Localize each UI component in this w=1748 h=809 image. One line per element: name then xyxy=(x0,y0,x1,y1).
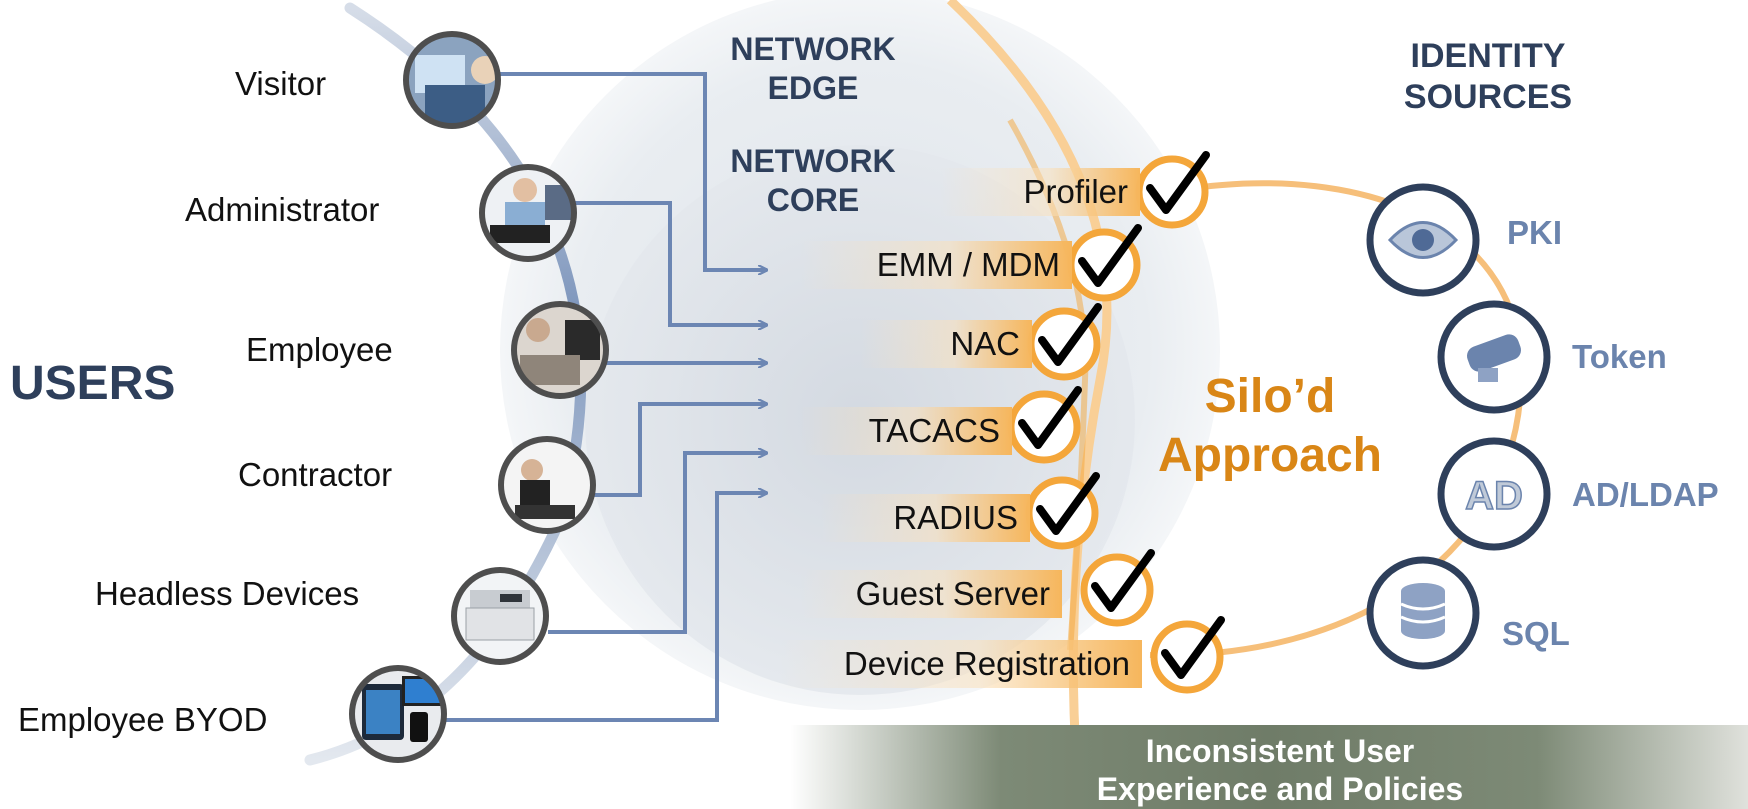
service-guest-server: Guest Server xyxy=(800,570,1062,618)
identity-sources-line-1: IDENTITY xyxy=(1410,37,1566,75)
user-label-administrator: Administrator xyxy=(185,191,380,228)
source-label-token: Token xyxy=(1572,338,1667,375)
database-icon xyxy=(1366,556,1480,670)
check-icon xyxy=(1080,549,1155,627)
service-nac: NAC xyxy=(860,320,1032,368)
service-label: TACACS xyxy=(868,412,1000,449)
source-label-ad-ldap: AD/LDAP xyxy=(1572,476,1719,513)
network-core-line-1: NETWORK xyxy=(730,143,896,179)
user-connectors xyxy=(445,72,767,722)
service-profiler: Profiler xyxy=(940,168,1140,216)
user-label-visitor: Visitor xyxy=(235,65,327,102)
silod-line-2: Approach xyxy=(1157,428,1382,482)
eye-icon xyxy=(1366,183,1480,297)
source-label-sql: SQL xyxy=(1502,615,1570,652)
check-icon xyxy=(1067,224,1142,302)
devices-photo xyxy=(354,670,442,758)
users-heading: USERS xyxy=(10,357,176,410)
silod-approach-label: Silo’d Approach xyxy=(1120,368,1420,485)
svg-text:AD: AD xyxy=(1465,474,1523,518)
banner-line-1: Inconsistent User xyxy=(1145,733,1415,769)
network-edge-heading: NETWORK EDGE xyxy=(728,30,898,108)
silod-line-1: Silo’d xyxy=(1204,370,1336,423)
service-emm-mdm: EMM / MDM xyxy=(800,241,1072,289)
check-icon xyxy=(1007,386,1082,464)
visitor-photo xyxy=(408,36,496,124)
user-label-headless-devices: Headless Devices xyxy=(95,575,360,612)
service-label: NAC xyxy=(950,325,1020,362)
service-label: RADIUS xyxy=(893,499,1018,536)
service-label: EMM / MDM xyxy=(876,246,1060,283)
employee-photo xyxy=(516,306,604,394)
network-core-line-2: CORE xyxy=(766,182,860,219)
user-label-employee: Employee xyxy=(246,331,393,368)
printer-photo xyxy=(456,572,544,660)
check-icon xyxy=(1025,472,1100,550)
user-label-employee-byod: Employee BYOD xyxy=(18,701,268,738)
service-device-registration: Device Registration xyxy=(780,640,1142,688)
check-icon xyxy=(1027,303,1102,381)
service-label: Profiler xyxy=(1023,173,1128,210)
service-label: Device Registration xyxy=(843,645,1130,682)
network-edge-line-1: NETWORK xyxy=(730,31,896,67)
user-label-contractor: Contractor xyxy=(238,456,393,493)
banner-text: Inconsistent User Experience and Policie… xyxy=(1000,732,1560,809)
token-icon xyxy=(1437,300,1551,414)
check-icon xyxy=(1150,616,1225,694)
source-label-pki: PKI xyxy=(1507,214,1563,251)
network-edge-line-2: EDGE xyxy=(767,70,859,107)
identity-sources-heading: IDENTITY SOURCES xyxy=(1378,36,1598,119)
identity-sources-line-2: SOURCES xyxy=(1403,78,1573,117)
contractor-photo xyxy=(503,441,591,529)
service-label: Guest Server xyxy=(855,575,1050,612)
service-radius: RADIUS xyxy=(820,494,1030,542)
bottom-banner xyxy=(790,725,1748,809)
service-tacacs: TACACS xyxy=(800,407,1012,455)
network-core-heading: NETWORK CORE xyxy=(728,142,898,220)
ad-icon: AD xyxy=(1437,437,1551,551)
check-icon xyxy=(1135,151,1210,229)
banner-line-2: Experience and Policies xyxy=(1096,771,1464,808)
